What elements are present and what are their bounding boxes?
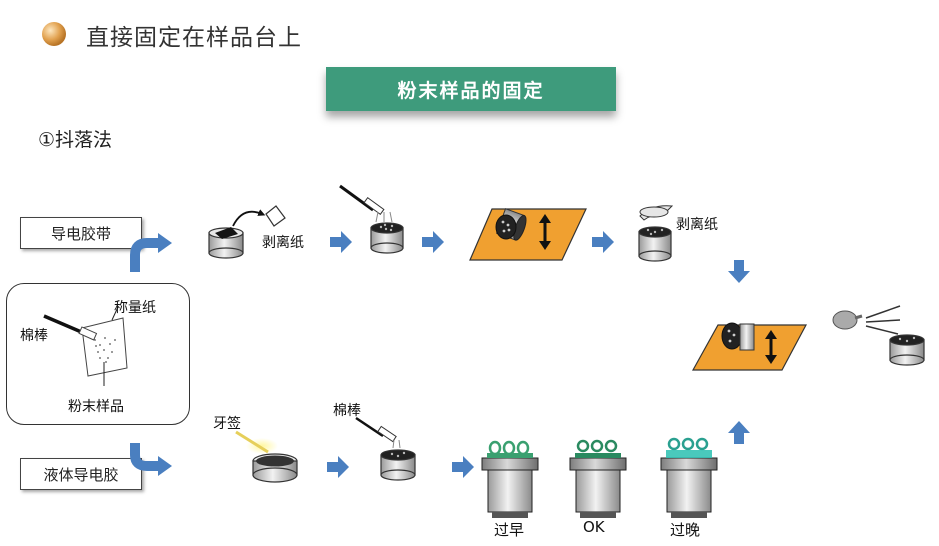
powder-stub-icon-2 (355, 416, 416, 481)
peel-paper-label-1: 剥离纸 (262, 235, 304, 251)
arrow-down-1 (728, 260, 750, 283)
stub-peel-paper-icon (638, 205, 674, 262)
too-late-label: 过晚 (670, 521, 701, 539)
toothpick-label: 牙签 (213, 416, 241, 432)
peel-paper-icon (265, 205, 286, 227)
curved-arrow-bottom (130, 443, 172, 476)
curved-arrow-top (130, 233, 172, 272)
weigh-paper-icon (81, 306, 128, 386)
container-ok (569, 439, 627, 518)
conductive-tape-box: 导电胶带 (20, 217, 142, 249)
liquid-conductive-glue-box: 液体导电胶 (20, 458, 142, 490)
arrow-right-2 (422, 231, 444, 253)
arrow-right-5 (452, 456, 474, 478)
swab-label: 棉棒 (20, 328, 48, 344)
arrow-right-1 (330, 231, 352, 253)
arrow-up-1 (728, 421, 750, 444)
method-label: ①抖落法 (38, 129, 113, 151)
tapping-board-icon-2 (691, 322, 807, 371)
peel-arrow (232, 209, 266, 227)
cotton-swab-icon (43, 314, 98, 341)
air-blower-icon (832, 305, 925, 366)
swab-label-2: 棉棒 (333, 403, 361, 419)
peel-paper-label-2: 剥离纸 (676, 217, 718, 233)
container-too-late (660, 437, 718, 518)
ok-label: OK (583, 518, 605, 536)
section-banner: 粉末样品的固定 (326, 67, 616, 111)
stub-with-tape-icon (208, 227, 244, 259)
container-too-early (481, 440, 539, 518)
toothpick-glue-icon (235, 430, 298, 483)
weigh-paper-label: 称量纸 (114, 300, 156, 316)
bullet-icon (42, 22, 66, 46)
too-early-label: 过早 (494, 521, 525, 539)
powder-stub-icon (339, 184, 404, 254)
page-title: 直接固定在样品台上 (86, 25, 302, 51)
tapping-board-icon (469, 208, 587, 261)
arrow-right-4 (327, 456, 349, 478)
flow-arrows (327, 231, 750, 478)
arrow-right-3 (592, 231, 614, 253)
powder-sample-label: 粉末样品 (68, 399, 124, 415)
